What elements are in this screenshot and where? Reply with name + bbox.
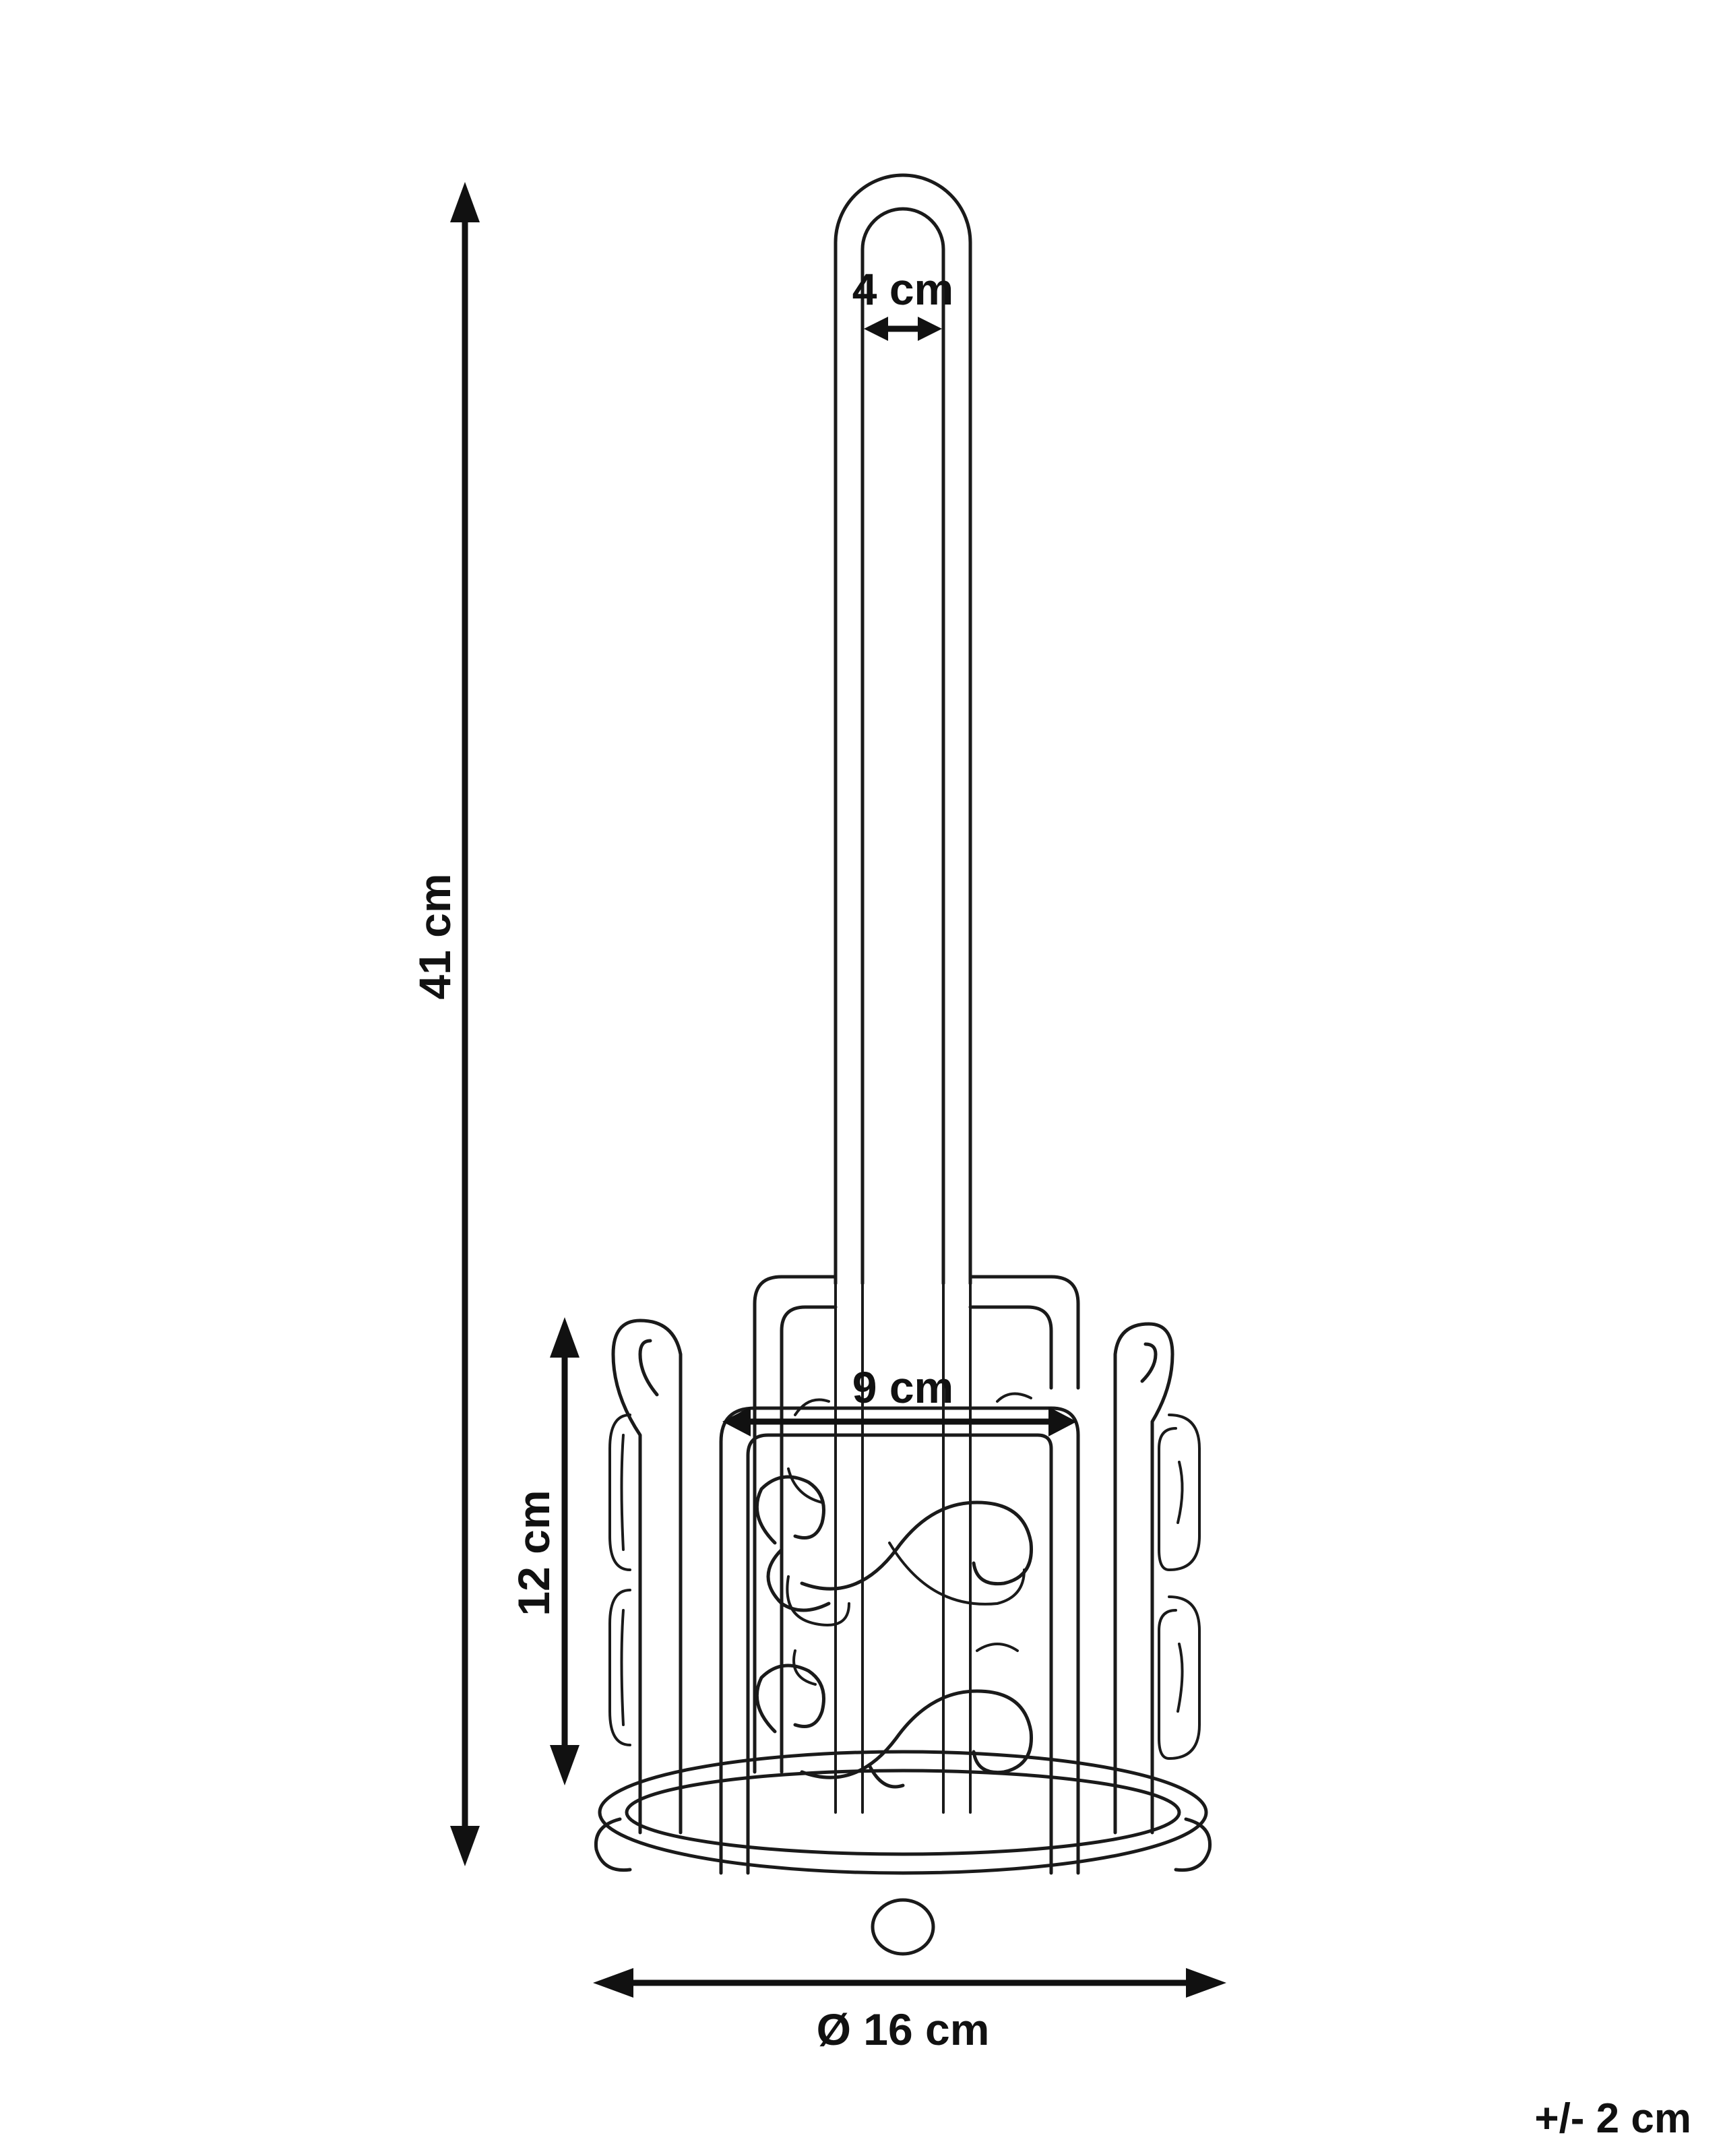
label-base-diameter: Ø 16 cm — [817, 2004, 990, 2054]
tolerance-note: +/- 2 cm — [1534, 2095, 1691, 2142]
base-feet — [594, 1817, 1212, 1956]
label-height-total: 41 cm — [410, 873, 460, 999]
dimension-rod-width: 4 cm — [852, 264, 953, 341]
dimension-inner-width: 9 cm — [722, 1362, 1077, 1436]
rear-scrolls — [786, 1392, 1032, 1686]
left-side-wires — [608, 1319, 683, 1835]
label-rod-width: 4 cm — [852, 264, 953, 314]
front-scrolls — [755, 1475, 1033, 1789]
paper-towel-holder-outline — [594, 173, 1212, 1956]
rear-panel-frame — [753, 1275, 1080, 1774]
base-ring — [598, 1750, 1208, 1875]
front-panel-frame — [719, 1406, 1080, 1875]
label-basket-height: 12 cm — [509, 1490, 559, 1616]
center-rod — [834, 173, 972, 1814]
dimension-base-diameter: Ø 16 cm — [593, 1968, 1226, 2054]
label-inner-width: 9 cm — [852, 1362, 953, 1412]
dimension-height-total: 41 cm — [410, 182, 480, 1866]
right-side-wires — [1113, 1322, 1201, 1835]
dimension-basket-height: 12 cm — [509, 1317, 579, 1785]
